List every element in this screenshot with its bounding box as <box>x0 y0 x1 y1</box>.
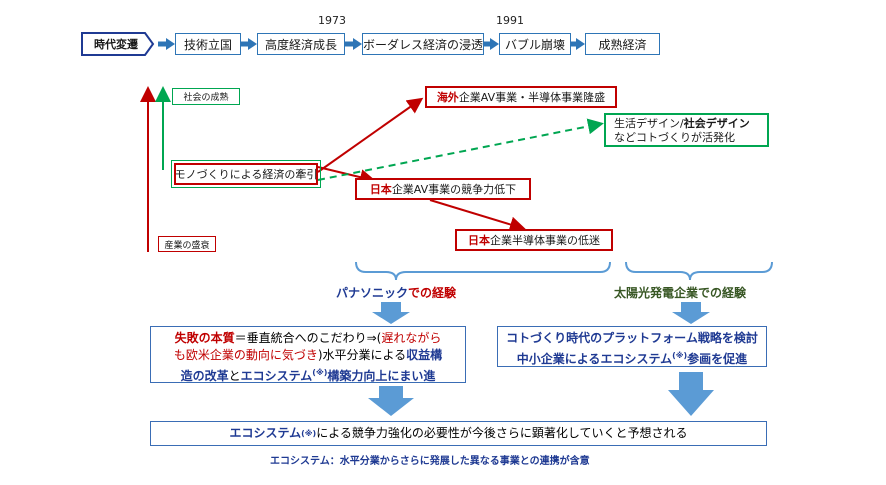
social-maturity-label: 社会の成熟 <box>172 88 240 105</box>
japan-av-rest: 企業AV事業の競争力低下 <box>391 183 517 196</box>
design-line-1: 生活デザイン/社会デザイン <box>614 117 750 130</box>
year-1991: 1991 <box>496 14 524 27</box>
down-arrow-left-2 <box>368 386 414 416</box>
arrow-to-japan-av <box>317 166 376 185</box>
japan-av-box: 日本企業AV事業の競争力低下 <box>355 178 531 200</box>
brace-solar <box>625 261 773 281</box>
lesson-right-line-1: コトづくり時代のプラットフォーム戦略を検討 <box>506 331 758 345</box>
conclusion-box: エコシステム(※)による競争力強化の必要性が今後さらに顕著化していくと予想される <box>150 421 767 446</box>
down-arrow-right-1 <box>672 302 710 324</box>
lesson-left-line-3: 造の改革とエコシステム(※)構築力向上にまい進 <box>180 368 436 383</box>
stage-tech-nation: 技術立国 <box>175 33 241 55</box>
timeline-label: 時代変遷 <box>94 38 138 51</box>
lesson-right-line-2: 中小企業によるエコシステム(※)参画を促進 <box>516 351 748 366</box>
arrow-to-japan-semi <box>429 199 526 233</box>
solar-lesson-box: コトづくり時代のプラットフォーム戦略を検討 中小企業によるエコシステム(※)参画… <box>497 326 767 367</box>
japan-av-prefix: 日本 <box>369 183 392 196</box>
design-box: 生活デザイン/社会デザイン などコトづくりが活発化 <box>604 113 769 147</box>
down-arrow-right-2 <box>668 372 714 416</box>
arrow-to-design <box>317 118 604 181</box>
panasonic-experience-heading: パナソニックでの経験 <box>336 286 457 300</box>
industry-rise-fall-label: 産業の盛衰 <box>158 236 216 252</box>
stage-mature: 成熟経済 <box>585 33 660 55</box>
japan-semi-prefix: 日本 <box>468 234 490 247</box>
japan-semi-rest: 企業半導体事業の低迷 <box>490 234 600 247</box>
arrow-to-overseas <box>317 97 424 173</box>
overseas-box: 海外企業AV事業・半導体事業隆盛 <box>425 86 617 108</box>
design-line-2: などコトづくりが活発化 <box>614 131 735 144</box>
down-arrow-left-1 <box>372 302 410 324</box>
japan-semi-box: 日本企業半導体事業の低迷 <box>455 229 613 251</box>
overseas-rest: 企業AV事業・半導体事業隆盛 <box>458 91 606 104</box>
lesson-left-line-1: 失敗の本質＝垂直統合へのこだわり⇒(遅れながら <box>174 331 442 345</box>
panasonic-lesson-box: 失敗の本質＝垂直統合へのこだわり⇒(遅れながら も欧米企業の動向に気づき)水平分… <box>150 326 466 383</box>
overseas-prefix: 海外 <box>436 91 459 104</box>
brace-panasonic <box>355 261 611 281</box>
year-1973: 1973 <box>318 14 346 27</box>
timeline-label-chevron <box>81 32 155 56</box>
footnote: エコシステム：水平分業からさらに発展した異なる事業との連携が含意 <box>270 456 590 467</box>
stage-bubble-burst: バブル崩壊 <box>499 33 571 55</box>
stage-high-growth: 高度経済成長 <box>257 33 345 55</box>
solar-experience-heading: 太陽光発電企業での経験 <box>614 286 747 300</box>
origin-box: モノづくりによる経済の牽引 <box>171 160 321 188</box>
lesson-left-line-2: も欧米企業の動向に気づき)水平分業による収益構 <box>173 348 443 362</box>
stage-borderless: ボーダレス経済の浸透 <box>362 33 484 55</box>
